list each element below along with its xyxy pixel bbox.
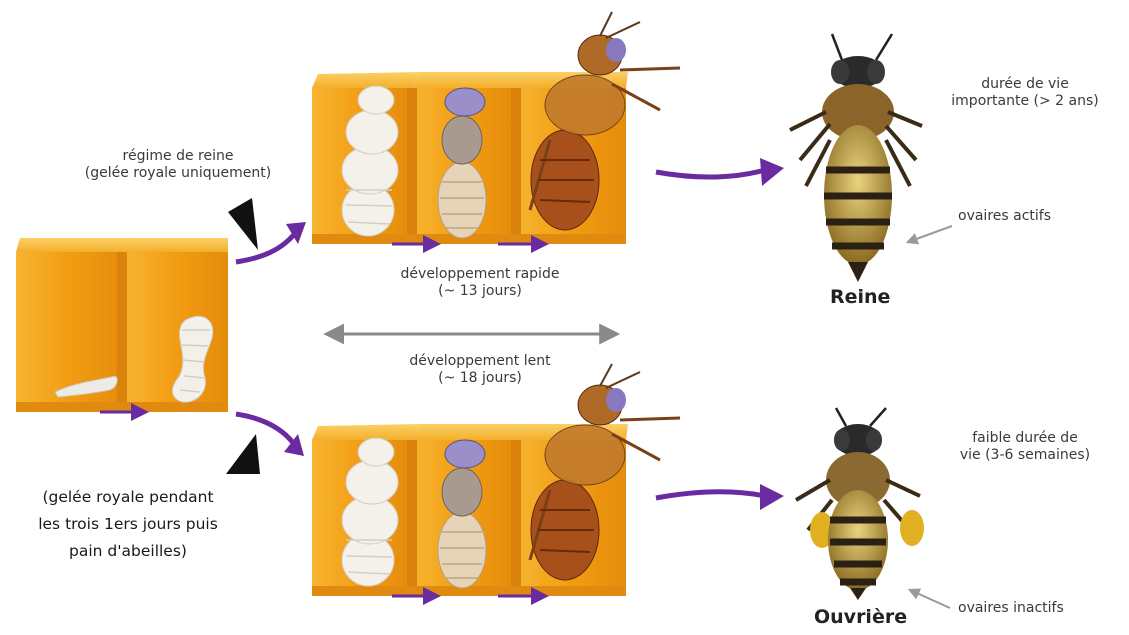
queen-caste-label: Reine xyxy=(830,286,890,308)
result-arrows xyxy=(656,158,784,510)
queen-diet-line-2: (gelée royale uniquement) xyxy=(58,165,298,182)
ovaries-inactive-pointer xyxy=(910,590,950,608)
branch-arrows xyxy=(236,222,306,456)
worker-lifespan-line-2: vie (3-6 semaines) xyxy=(940,447,1110,464)
queen-diet-line-1: régime de reine xyxy=(58,148,298,165)
worker-caste-label: Ouvrière xyxy=(814,606,907,628)
fast-development-label: développement rapide (~ 13 jours) xyxy=(360,266,600,300)
fast-development-line-2: (~ 13 jours) xyxy=(360,283,600,300)
worker-diet-pointer xyxy=(226,434,260,474)
larva-comb xyxy=(16,238,228,412)
worker-development-comb xyxy=(312,364,680,596)
slow-development-label: développement lent (~ 18 jours) xyxy=(360,353,600,387)
fast-development-line-1: développement rapide xyxy=(360,266,600,283)
slow-development-line-2: (~ 18 jours) xyxy=(360,370,600,387)
worker-bee xyxy=(796,408,924,600)
ovaries-inactive-label: ovaires inactifs xyxy=(958,600,1064,616)
queen-lifespan-line-2: importante (> 2 ans) xyxy=(930,93,1120,110)
ovaries-active-label: ovaires actifs xyxy=(958,208,1051,224)
worker-lifespan-line-1: faible durée de xyxy=(940,430,1110,447)
worker-diet-label: (gelée royale pendant les trois 1ers jou… xyxy=(4,484,252,565)
worker-diet-line-2: les trois 1ers jours puis xyxy=(4,511,252,538)
queen-lifespan-label: durée de vie importante (> 2 ans) xyxy=(930,76,1120,110)
worker-diet-line-3: pain d'abeilles) xyxy=(4,538,252,565)
worker-diet-line-1: (gelée royale pendant xyxy=(4,484,252,511)
ovaries-active-pointer xyxy=(908,226,952,242)
slow-development-line-1: développement lent xyxy=(360,353,600,370)
queen-bee xyxy=(790,34,922,282)
queen-development-comb xyxy=(312,12,680,244)
queen-diet-pointer xyxy=(228,198,258,250)
queen-lifespan-line-1: durée de vie xyxy=(930,76,1120,93)
worker-lifespan-label: faible durée de vie (3-6 semaines) xyxy=(940,430,1110,464)
queen-diet-label: régime de reine (gelée royale uniquement… xyxy=(58,148,298,182)
